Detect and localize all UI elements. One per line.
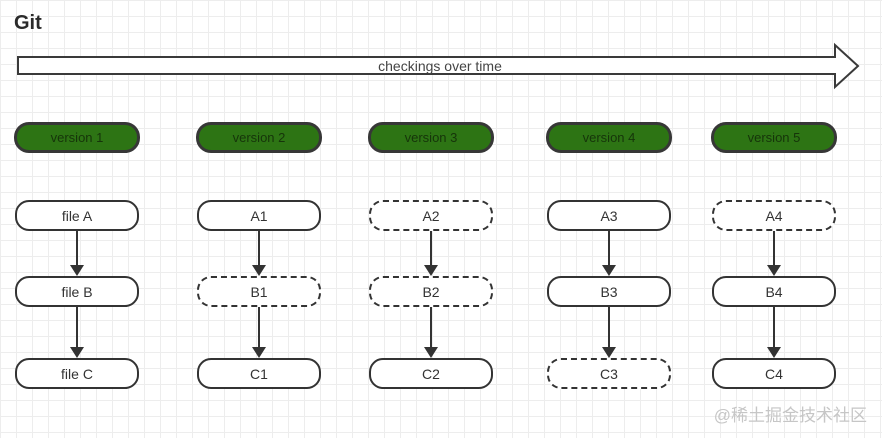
version-column-3: version 3 A2 B2 C2 bbox=[368, 0, 494, 438]
version-1-pill: version 1 bbox=[14, 122, 140, 153]
file-box-b2: B2 bbox=[369, 276, 493, 307]
arrow-down-icon bbox=[70, 307, 84, 358]
page-title: Git bbox=[14, 12, 42, 34]
file-box-c2: C2 bbox=[369, 358, 493, 389]
arrow-down-icon bbox=[70, 231, 84, 276]
file-box-b1: B1 bbox=[197, 276, 321, 307]
right-arrow-icon bbox=[17, 42, 860, 90]
arrow-down-icon bbox=[602, 231, 616, 276]
version-column-5: version 5 A4 B4 C4 bbox=[711, 0, 837, 438]
arrow-down-icon bbox=[252, 231, 266, 276]
timeline-arrow: checkings over time bbox=[17, 42, 860, 90]
file-box-file-b: file B bbox=[15, 276, 139, 307]
file-box-file-c: file C bbox=[15, 358, 139, 389]
file-box-a4: A4 bbox=[712, 200, 836, 231]
file-box-b4: B4 bbox=[712, 276, 836, 307]
arrow-down-icon bbox=[767, 307, 781, 358]
file-box-a1: A1 bbox=[197, 200, 321, 231]
file-box-c1: C1 bbox=[197, 358, 321, 389]
arrow-down-icon bbox=[252, 307, 266, 358]
version-column-2: version 2 A1 B1 C1 bbox=[196, 0, 322, 438]
arrow-down-icon bbox=[424, 231, 438, 276]
arrow-down-icon bbox=[602, 307, 616, 358]
arrow-down-icon bbox=[424, 307, 438, 358]
file-box-a3: A3 bbox=[547, 200, 671, 231]
version-column-1: version 1 file A file B file C bbox=[14, 0, 140, 438]
arrow-down-icon bbox=[767, 231, 781, 276]
file-box-c4: C4 bbox=[712, 358, 836, 389]
version-column-4: version 4 A3 B3 C3 bbox=[546, 0, 672, 438]
version-2-pill: version 2 bbox=[196, 122, 322, 153]
file-box-c3: C3 bbox=[547, 358, 671, 389]
timeline-label: checkings over time bbox=[378, 58, 502, 74]
file-box-b3: B3 bbox=[547, 276, 671, 307]
file-box-file-a: file A bbox=[15, 200, 139, 231]
watermark: @稀土掘金技术社区 bbox=[713, 406, 867, 425]
version-3-pill: version 3 bbox=[368, 122, 494, 153]
file-box-a2: A2 bbox=[369, 200, 493, 231]
version-4-pill: version 4 bbox=[546, 122, 672, 153]
version-5-pill: version 5 bbox=[711, 122, 837, 153]
